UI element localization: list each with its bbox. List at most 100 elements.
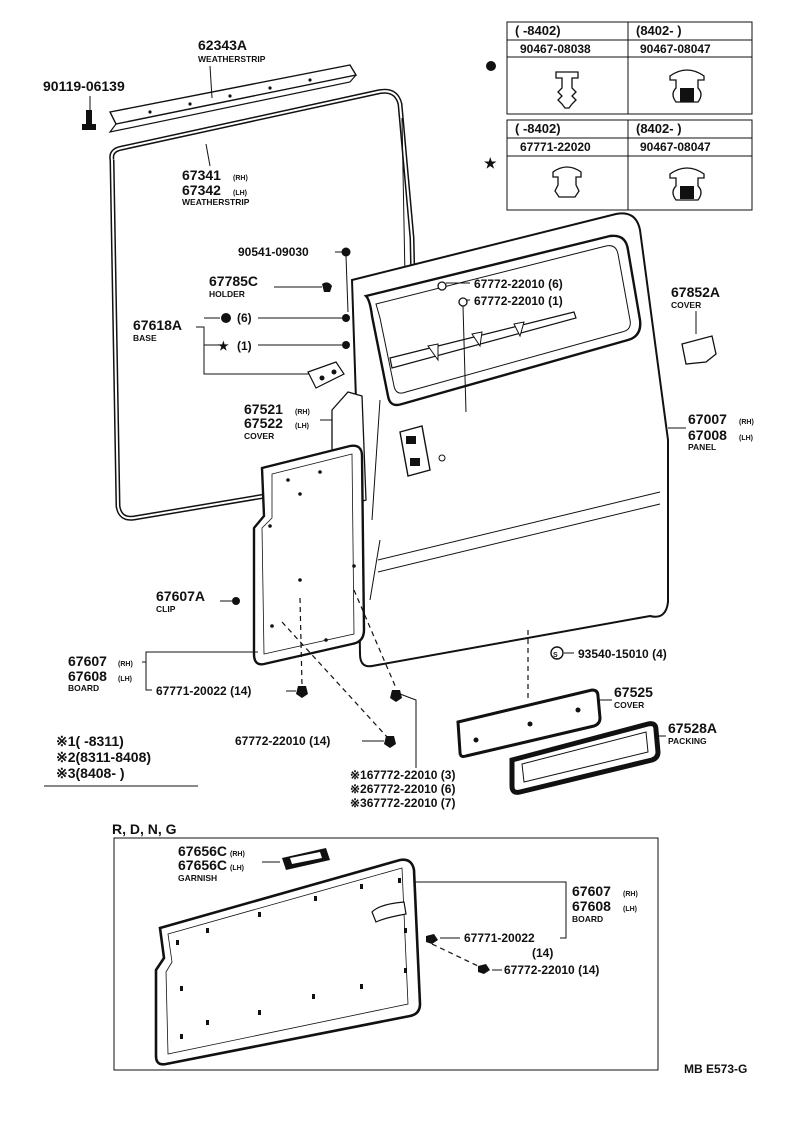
- note-3: ※3(8408- ): [56, 765, 125, 781]
- weatherstrip-part-number-2: 67342: [182, 182, 221, 198]
- star-marker-icon: ★: [484, 155, 497, 171]
- weatherstrip-lh: (LH): [233, 190, 247, 197]
- door-panel: [350, 212, 669, 668]
- ref-2: ※267772-22010 (6): [350, 782, 455, 796]
- table-bottom-part-left: 67771-22020: [520, 140, 591, 154]
- clip-d-part-number: 67772-22010 (14): [235, 734, 330, 748]
- clip-b-part-number: 67772-22010 (1): [474, 294, 563, 308]
- note-2: ※2(8311-8408): [56, 749, 151, 765]
- garnish-icon: [282, 848, 330, 870]
- table-top-part-left: 90467-08038: [520, 42, 591, 56]
- weatherstrip-name: WEATHERSTRIP: [182, 197, 250, 207]
- fastener-table-top: ( -8402) (8402- ) 90467-08038 90467-0804…: [506, 21, 753, 115]
- weatherstrip-rh: (RH): [233, 175, 248, 182]
- packing-part-number: 67528A: [668, 720, 717, 736]
- panel-lh: (LH): [739, 435, 753, 442]
- cover-rh: (RH): [295, 409, 310, 416]
- clip-part-number: 67607A: [156, 588, 205, 604]
- weatherstrip-part-number-1: 67341: [182, 167, 221, 183]
- board2-part-number-1: 67607: [572, 883, 611, 899]
- panel-part-number-1: 67007: [688, 411, 727, 427]
- table-top-header-right: (8402- ): [636, 23, 682, 38]
- garnish-rh: (RH): [230, 851, 245, 858]
- clip-e-part-number: 67771-20022: [464, 931, 535, 945]
- clip-name: CLIP: [156, 604, 176, 614]
- holder-name: HOLDER: [209, 289, 245, 299]
- weatherstrip-top-part-number: 62343A: [198, 37, 247, 53]
- push-clip-icon: [669, 69, 705, 103]
- packing-icon: [509, 721, 661, 795]
- ref-1: ※167772-22010 (3): [350, 768, 455, 782]
- screw-b-icon: [550, 646, 564, 660]
- clip-e2-icon: [426, 934, 438, 944]
- trim-board-lower: [154, 858, 422, 1066]
- clip-f-icon: [478, 964, 490, 974]
- screw-b-glyph: S: [553, 652, 558, 659]
- holder-icon: [322, 282, 332, 292]
- board2-part-number-2: 67608: [572, 898, 611, 914]
- star-clip-icon: ★: [218, 339, 229, 353]
- push-rivet-icon: [555, 71, 579, 109]
- trim-clip-icon: [552, 166, 582, 198]
- table-top-part-right: 90467-08047: [640, 42, 711, 56]
- fastener-table-bottom: ( -8402) (8402- ) 67771-22020 90467-0804…: [506, 119, 753, 211]
- board-lh: (LH): [118, 676, 132, 683]
- small-cover-icon: [681, 335, 717, 365]
- clip-a-part-number: 67772-22010 (6): [474, 277, 563, 291]
- clip-c-part-number: 67771-20022 (14): [156, 684, 251, 698]
- panel-rh: (RH): [739, 419, 754, 426]
- base-bracket-icon: [307, 361, 345, 389]
- cover-part-number-2: 67522: [244, 415, 283, 431]
- cover-b-part-number: 67525: [614, 684, 653, 700]
- garnish-name: GARNISH: [178, 873, 217, 883]
- push-clip-icon-2: [669, 167, 705, 201]
- board2-lh: (LH): [623, 906, 637, 913]
- variant-section-frame: [113, 837, 659, 1071]
- table-bottom-header-left: ( -8402): [515, 121, 561, 136]
- screw-part-number: 90541-09030: [238, 245, 309, 259]
- board-part-number-2: 67608: [68, 668, 107, 684]
- base-name: BASE: [133, 333, 157, 343]
- cover-lh: (LH): [295, 423, 309, 430]
- variant-section-label: R, D, N, G: [112, 821, 177, 837]
- small-cover-part-number: 67852A: [671, 284, 720, 300]
- table-top-header-left: ( -8402): [515, 23, 561, 38]
- garnish-part-number-2: 67656C: [178, 857, 227, 873]
- table-bottom-header-right: (8402- ): [636, 121, 682, 136]
- packing-name: PACKING: [668, 736, 707, 746]
- garnish-lh: (LH): [230, 865, 244, 872]
- table-bottom-part-right: 90467-08047: [640, 140, 711, 154]
- holder-part-number: 67785C: [209, 273, 258, 289]
- note-1: ※1( -8311): [56, 733, 124, 749]
- trim-board: [252, 444, 366, 666]
- panel-part-number-2: 67008: [688, 427, 727, 443]
- board-name: BOARD: [68, 683, 99, 693]
- clip-c-icon: [296, 686, 308, 698]
- cover-b-name: COVER: [614, 700, 644, 710]
- board2-name: BOARD: [572, 914, 603, 924]
- diagram-code: MB E573-G: [684, 1062, 747, 1076]
- garnish-part-number-1: 67656C: [178, 843, 227, 859]
- bolt-icon: [82, 110, 96, 130]
- board-rh: (RH): [118, 661, 133, 668]
- small-cover-name: COVER: [671, 300, 701, 310]
- screw-icon: [341, 247, 351, 257]
- clip-icon: [232, 597, 240, 605]
- step-cover-icon: [456, 688, 602, 758]
- base-part-number: 67618A: [133, 317, 182, 333]
- dot-clip-icon: [221, 313, 231, 323]
- cover-part-number-1: 67521: [244, 401, 283, 417]
- weatherstrip-top-name: WEATHERSTRIP: [198, 54, 266, 64]
- weatherstrip-top-part: [108, 64, 358, 133]
- clip-e-qty: (14): [532, 946, 553, 960]
- base-qty-6: (6): [237, 311, 252, 325]
- panel-name: PANEL: [688, 442, 716, 452]
- cover-name: COVER: [244, 431, 274, 441]
- clip-d-icon: [384, 736, 396, 748]
- clip-f-part-number: 67772-22010 (14): [504, 963, 599, 977]
- base-qty-1: (1): [237, 339, 252, 353]
- board2-rh: (RH): [623, 891, 638, 898]
- door-weatherstrip-seal: [109, 88, 417, 521]
- solid-dot-marker-icon: [486, 61, 496, 71]
